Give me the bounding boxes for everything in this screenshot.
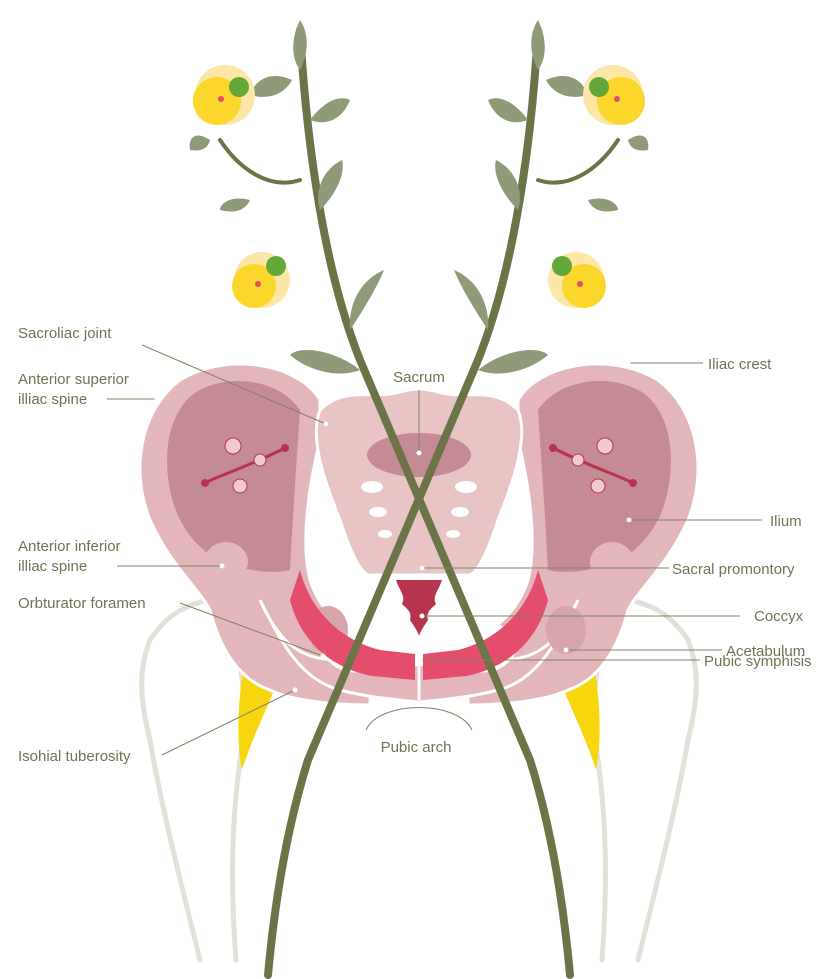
leaf-icon	[488, 98, 528, 122]
flower-icon	[232, 252, 290, 308]
right-branch	[538, 140, 618, 183]
label-pubic-symphisis: Pubic symphisis	[704, 653, 812, 670]
left-femur-outline	[142, 600, 208, 960]
label-anterior-inferior-2: illiac spine	[18, 558, 87, 575]
label-sacroliac-joint: Sacroliac joint	[18, 325, 112, 342]
leaf-icon	[495, 160, 520, 210]
pubic-arch-curve	[366, 708, 472, 731]
coccyx	[396, 580, 442, 636]
right-acetabulum	[546, 606, 586, 654]
left-aiis	[204, 542, 248, 582]
label-orbturator-foramen: Orbturator foramen	[18, 595, 146, 612]
leaf-icon	[350, 270, 384, 330]
right-femur-outline	[630, 600, 696, 960]
label-sacral-promontory: Sacral promontory	[672, 561, 795, 578]
leaf-icon	[318, 160, 343, 210]
leader-isohial	[162, 690, 295, 755]
leaf-icon	[190, 135, 210, 150]
label-iliac-crest: Iliac crest	[708, 356, 772, 373]
label-ilium: Ilium	[770, 513, 802, 530]
label-pubic-arch: Pubic arch	[381, 739, 452, 756]
right-aiis	[590, 542, 634, 582]
left-branch	[220, 140, 300, 183]
flower-icon	[548, 252, 606, 308]
leaf-icon	[546, 76, 588, 97]
leaf-icon	[310, 98, 350, 122]
label-anterior-superior-1: Anterior superior	[18, 371, 129, 388]
label-sacrum: Sacrum	[393, 369, 445, 386]
leaf-icon	[588, 198, 618, 211]
flowers	[193, 65, 645, 308]
flower-icon	[193, 65, 255, 125]
label-isohial-tuberosity: Isohial tuberosity	[18, 748, 131, 765]
leaf-icon	[220, 198, 250, 211]
label-coccyx: Coccyx	[754, 608, 804, 625]
label-anterior-superior-2: illiac spine	[18, 391, 87, 408]
leaf-icon	[628, 135, 648, 150]
leaf-icon	[454, 270, 488, 330]
label-anterior-inferior-1: Anterior inferior	[18, 538, 121, 555]
leaf-icon	[290, 350, 360, 374]
leaf-icon	[478, 350, 548, 374]
leaves	[190, 20, 649, 374]
leaf-icon	[250, 76, 292, 97]
flower-icon	[583, 65, 645, 125]
